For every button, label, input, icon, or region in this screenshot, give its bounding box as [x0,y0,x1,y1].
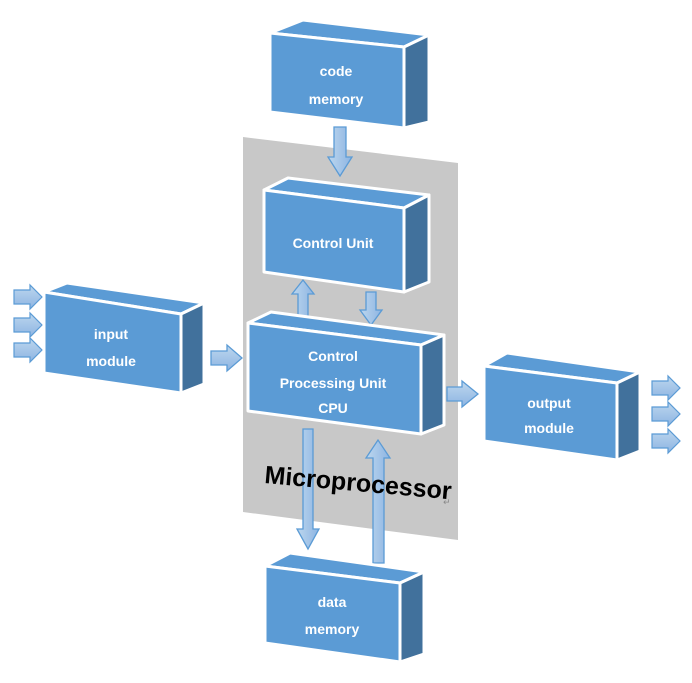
output-module-label-line2: module [524,420,574,436]
output-signal-arrow-1 [651,374,681,402]
code-memory-label-line1: code [320,63,353,79]
cpu-label-line1: Control [308,348,358,364]
input-signal-arrow-1 [13,283,43,311]
data-memory-box: data memory [263,551,426,664]
arrow-cpu-to-data [295,428,321,551]
cpu-label-line3: CPU [318,400,348,416]
code-memory-label-line2: memory [309,91,364,107]
control-unit-label: Control Unit [293,235,374,251]
input-module-label-line2: module [86,353,136,369]
output-module-box: output module [482,351,642,462]
output-module-label-line1: output [527,395,571,411]
arrow-cpu-to-control [290,278,316,319]
output-signal-arrow-3 [651,427,681,455]
arrow-cpu-to-output [446,379,480,409]
control-unit-box: Control Unit [262,176,431,294]
data-memory-label-line2: memory [305,621,360,637]
arrow-control-to-cpu [358,291,384,327]
arrow-input-to-cpu [210,343,243,373]
data-memory-label-line1: data [318,594,347,610]
input-signal-arrow-3 [13,336,43,364]
input-module-label-line1: input [94,326,129,342]
input-signal-arrow-2 [13,311,43,339]
arrow-data-to-cpu [364,438,392,564]
code-memory-box: code memory [268,18,431,130]
paragraph-mark-icon: ↵ [443,498,451,508]
cpu-box: Control Processing Unit CPU [246,310,446,436]
input-module-box: input module [42,281,206,395]
arrow-code-to-control [326,126,354,178]
output-signal-arrow-2 [651,400,681,428]
cpu-label-line2: Processing Unit [280,375,387,391]
